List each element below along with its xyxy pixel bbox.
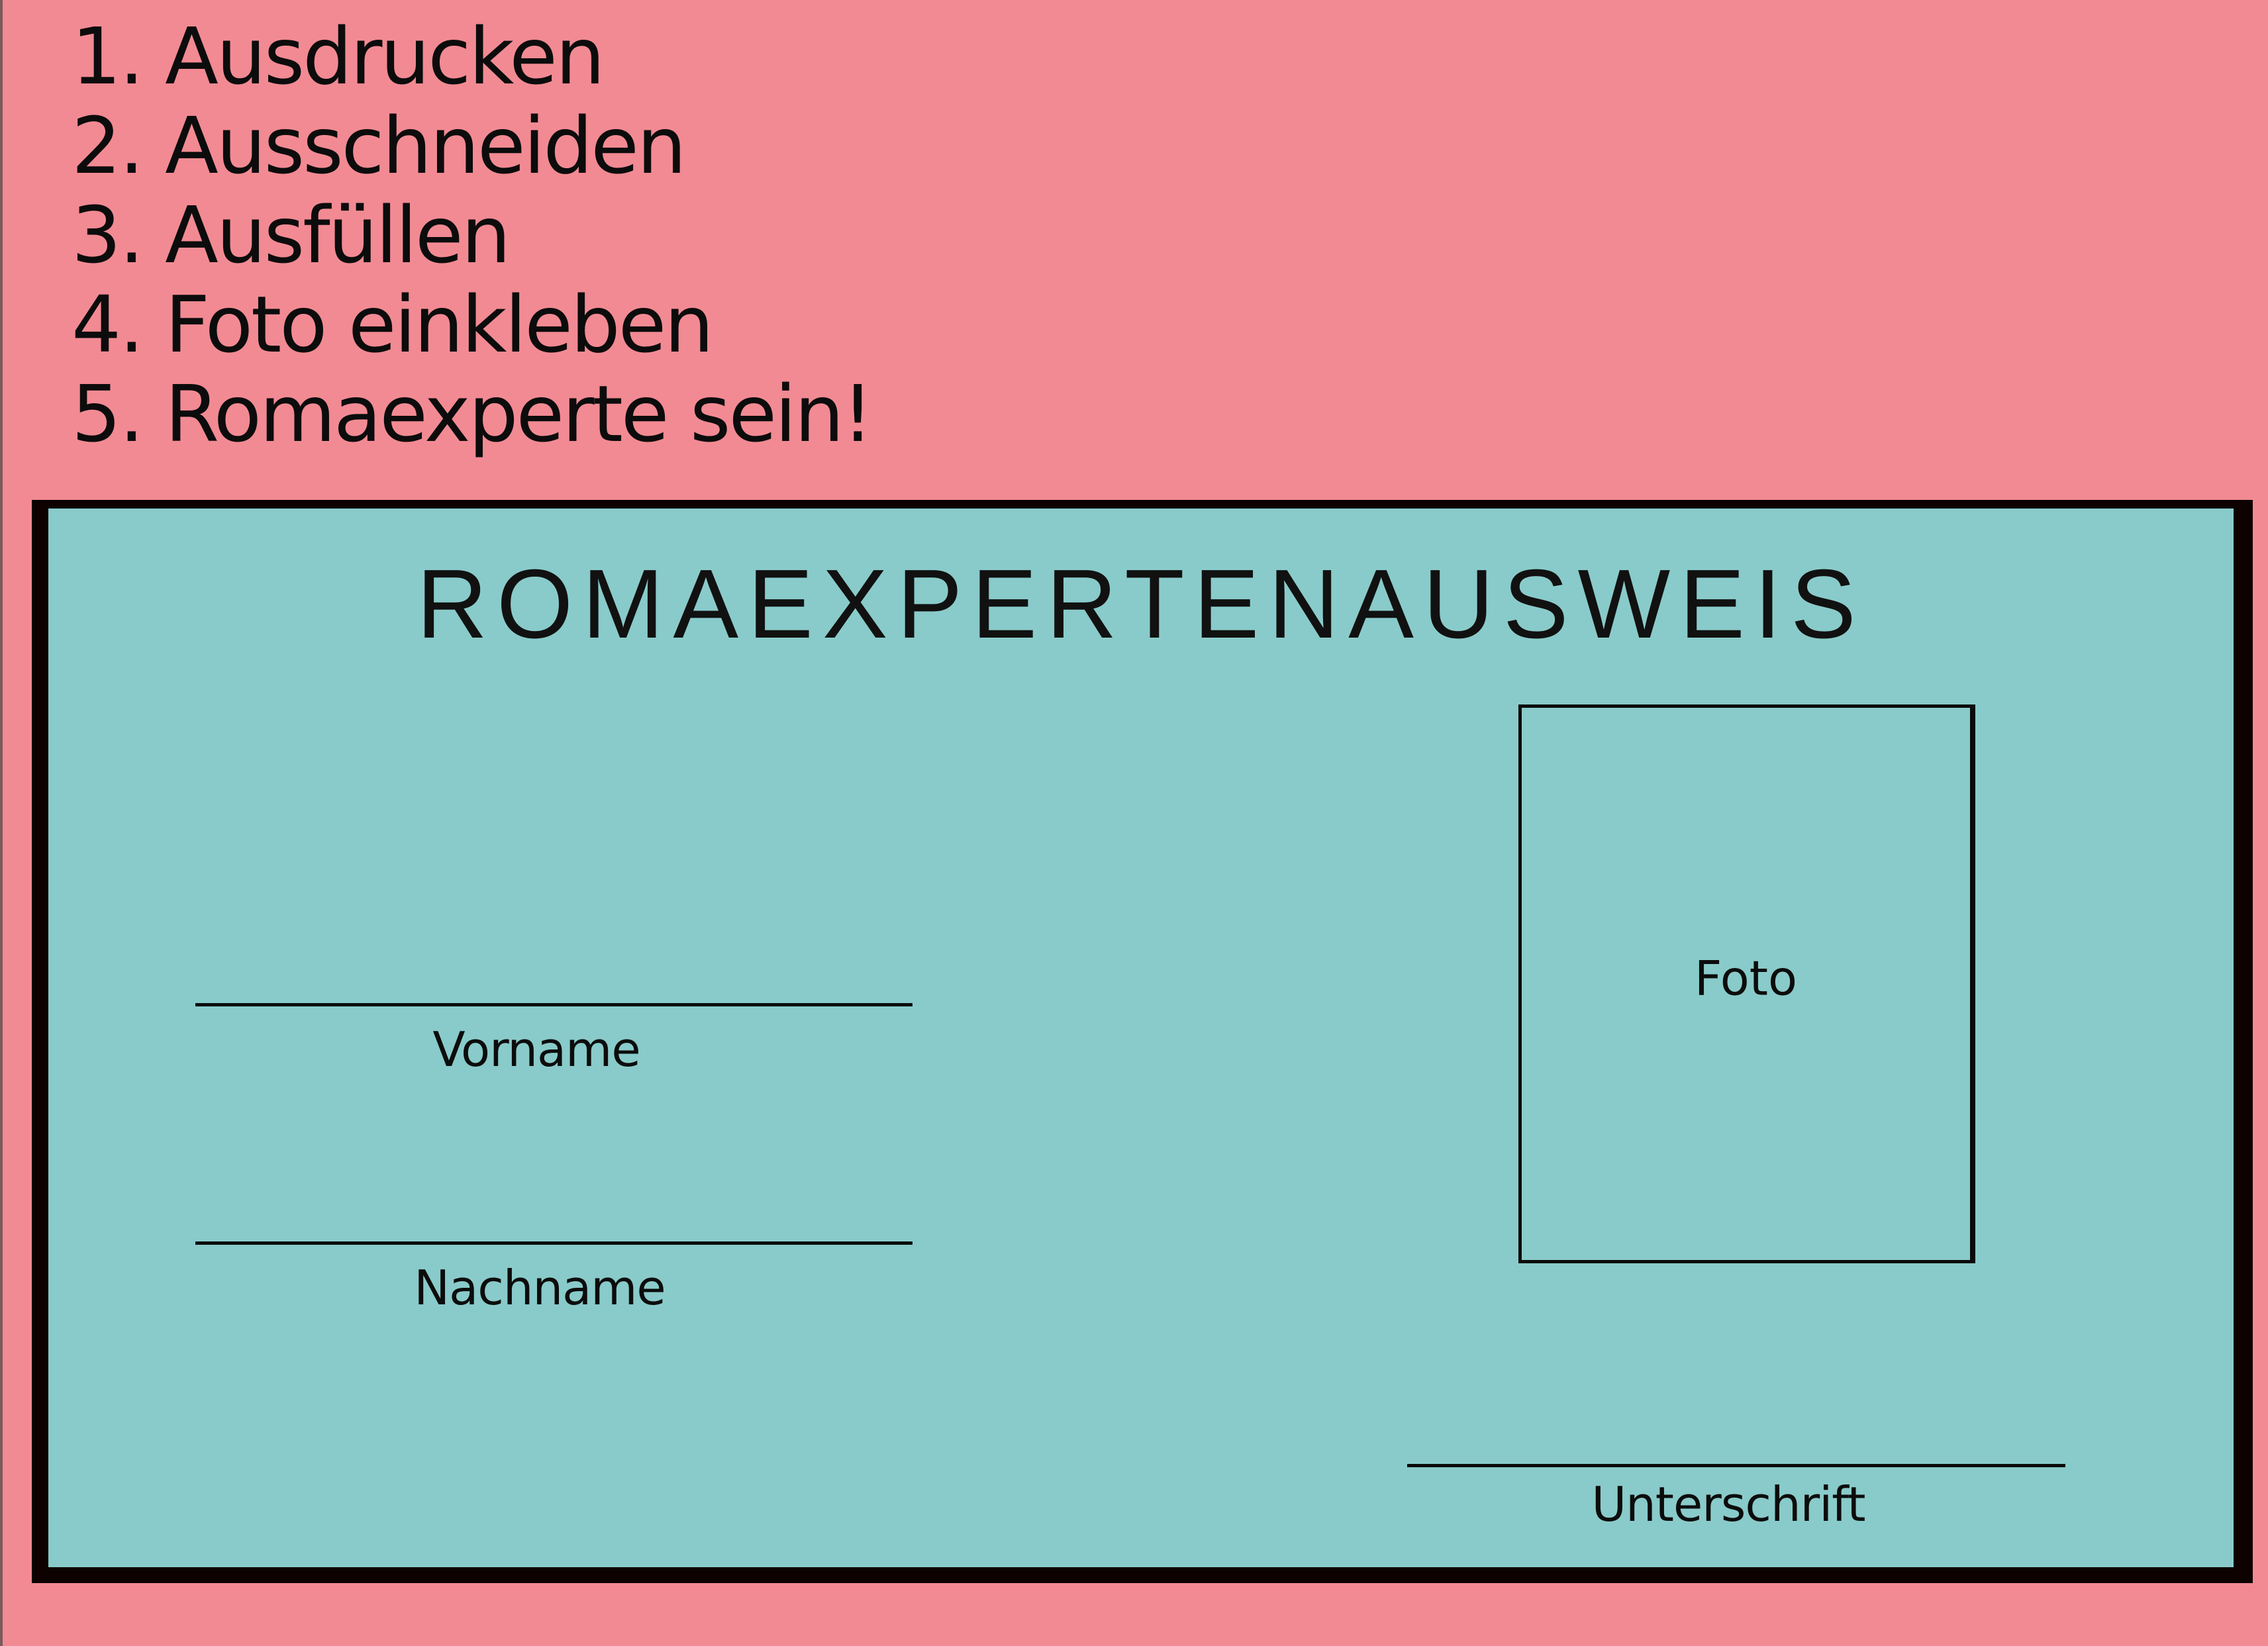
last-name-line[interactable] [195, 1241, 912, 1245]
first-name-label: Vorname [432, 1022, 640, 1077]
instruction-item: 3. Ausfüllen [72, 189, 511, 281]
page-edge [0, 0, 3, 1646]
signature-line[interactable] [1407, 1464, 2065, 1467]
photo-label: Foto [1694, 950, 1798, 1006]
instruction-item: 2. Ausschneiden [72, 100, 687, 191]
instruction-list: 1. Ausdrucken 2. Ausschneiden 3. Ausfüll… [72, 11, 873, 460]
id-card: ROMAEXPERTENAUSWEIS Vorname Nachname Fot… [32, 500, 2253, 1583]
first-name-line[interactable] [195, 1003, 912, 1006]
instruction-item: 1. Ausdrucken [72, 11, 605, 102]
signature-label: Unterschrift [1591, 1477, 1865, 1532]
card-title: ROMAEXPERTENAUSWEIS [417, 550, 1865, 659]
photo-box[interactable]: Foto [1518, 704, 1975, 1263]
last-name-label: Nachname [414, 1260, 666, 1316]
instruction-item: 5. Romaexperte sein! [72, 368, 873, 460]
instruction-item: 4. Foto einkleben [72, 279, 714, 370]
